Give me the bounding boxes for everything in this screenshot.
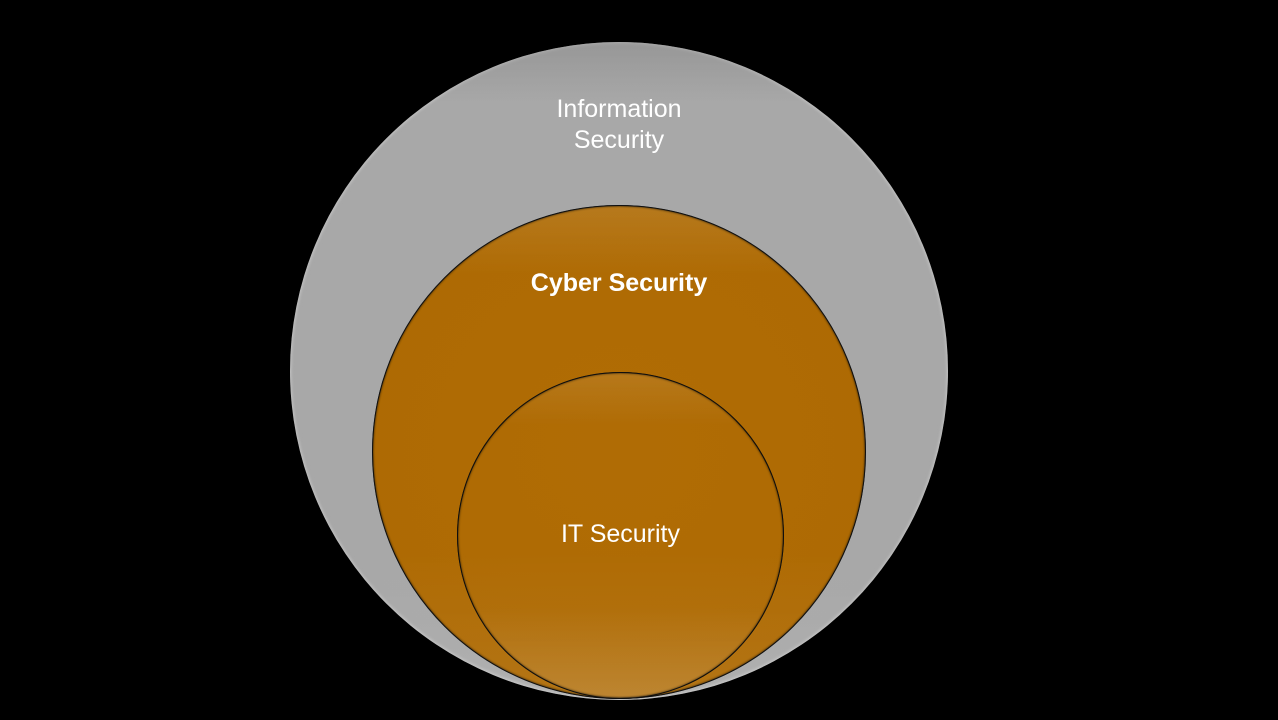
label-information-security: Information Security	[556, 95, 682, 154]
label-cyber-security: Cyber Security	[530, 269, 708, 297]
circle-it-security	[457, 372, 784, 699]
label-it-security: IT Security	[560, 520, 681, 548]
